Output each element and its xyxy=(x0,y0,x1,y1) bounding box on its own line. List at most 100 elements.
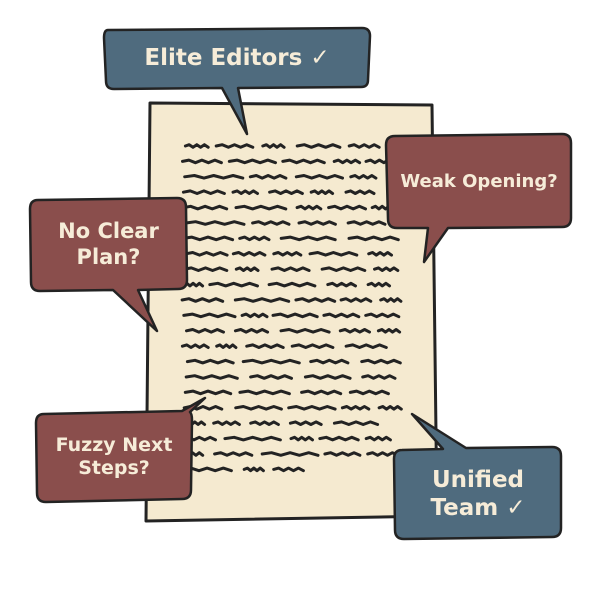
text-line-stroke xyxy=(234,405,283,411)
text-line-stroke xyxy=(344,189,376,195)
text-line-stroke xyxy=(340,405,371,411)
text-line-stroke xyxy=(338,328,371,334)
text-line-stroke xyxy=(251,220,291,226)
text-line-stroke xyxy=(227,158,277,165)
text-line-stroke xyxy=(300,389,343,396)
text-line-stroke xyxy=(379,297,403,303)
text-line-stroke xyxy=(212,420,241,426)
text-line-stroke xyxy=(279,235,337,242)
text-line-stroke xyxy=(238,235,271,242)
text-line-stroke xyxy=(184,374,239,380)
text-line-stroke xyxy=(223,435,282,442)
text-line-stroke xyxy=(249,374,293,380)
text-line-stroke xyxy=(272,251,303,257)
text-line-stroke xyxy=(348,389,390,396)
text-line-stroke xyxy=(281,158,326,165)
elite-editors-callout-shape xyxy=(102,26,372,136)
text-line-stroke xyxy=(326,281,357,288)
text-line-stroke xyxy=(184,251,229,257)
text-line-stroke xyxy=(215,343,238,349)
text-line-stroke xyxy=(182,312,237,319)
text-line-stroke xyxy=(279,328,331,334)
text-line-stroke xyxy=(344,343,388,349)
text-line-stroke xyxy=(234,266,260,272)
text-line-stroke xyxy=(309,358,350,365)
text-line-stroke xyxy=(289,435,314,442)
text-line-stroke xyxy=(245,343,285,349)
text-line-stroke xyxy=(272,466,305,473)
text-line-stroke xyxy=(367,251,393,257)
text-line-stroke xyxy=(267,281,317,288)
text-line-stroke xyxy=(364,435,392,442)
text-line-stroke xyxy=(295,204,323,211)
text-line-stroke xyxy=(349,174,378,180)
text-line-stroke xyxy=(213,451,254,457)
text-line-stroke xyxy=(268,189,304,195)
text-line-stroke xyxy=(361,374,397,380)
text-line-stroke xyxy=(249,420,280,426)
text-line-stroke xyxy=(181,189,226,195)
text-line-stroke xyxy=(364,312,401,319)
text-line-stroke xyxy=(294,174,344,180)
text-line-stroke xyxy=(376,328,402,334)
text-line-stroke xyxy=(231,251,267,257)
no-clear-plan-callout-shape xyxy=(28,196,189,333)
text-line-stroke xyxy=(248,174,288,180)
text-line-stroke xyxy=(242,466,265,473)
text-line-stroke xyxy=(294,297,337,303)
text-line-stroke xyxy=(231,189,259,195)
text-line-stroke xyxy=(347,143,381,149)
text-line-stroke xyxy=(183,143,210,149)
text-line-stroke xyxy=(327,204,367,211)
unified-team-callout-shape xyxy=(392,412,563,541)
text-line-stroke xyxy=(332,420,380,426)
text-line-stroke xyxy=(297,220,337,226)
text-line-stroke xyxy=(241,358,301,365)
text-line-stroke xyxy=(182,266,229,272)
text-line-stroke xyxy=(288,420,323,426)
text-line-stroke xyxy=(287,405,337,411)
text-line-stroke xyxy=(270,266,311,272)
text-line-stroke xyxy=(323,451,362,457)
text-line-stroke xyxy=(260,451,320,457)
text-line-stroke xyxy=(290,343,335,349)
text-line-stroke xyxy=(271,312,319,319)
text-line-stroke xyxy=(320,266,367,272)
text-line-stroke xyxy=(346,220,387,226)
text-line-stroke xyxy=(360,358,402,365)
text-line-stroke xyxy=(261,143,286,149)
fuzzy-next-steps-callout-shape xyxy=(34,396,207,504)
text-line-stroke xyxy=(238,389,291,396)
text-line-stroke xyxy=(295,143,342,149)
text-line-stroke xyxy=(373,266,400,272)
text-line-stroke xyxy=(309,189,335,195)
text-line-stroke xyxy=(181,204,229,211)
text-line-stroke xyxy=(181,158,223,165)
text-line-stroke xyxy=(185,328,225,334)
text-line-stroke xyxy=(339,297,373,303)
text-line-stroke xyxy=(347,235,400,242)
text-line-stroke xyxy=(332,158,362,165)
text-line-stroke xyxy=(377,405,403,411)
text-line-stroke xyxy=(233,297,291,303)
text-line-stroke xyxy=(208,281,259,288)
text-line-stroke xyxy=(214,143,255,149)
text-line-stroke xyxy=(308,251,359,257)
text-line-stroke xyxy=(180,297,225,303)
text-line-stroke xyxy=(181,235,235,242)
text-line-stroke xyxy=(303,374,352,380)
text-line-stroke xyxy=(366,281,391,288)
text-line-stroke xyxy=(180,343,210,349)
text-line-stroke xyxy=(366,451,399,457)
text-line-stroke xyxy=(318,435,360,442)
text-line-stroke xyxy=(240,312,269,319)
text-line-stroke xyxy=(183,174,245,180)
weak-opening-callout-shape xyxy=(384,132,573,264)
text-line-stroke xyxy=(233,328,270,334)
text-line-stroke xyxy=(234,204,288,211)
text-line-stroke xyxy=(322,312,361,319)
text-line-stroke xyxy=(184,220,246,226)
text-line-stroke xyxy=(185,358,235,365)
